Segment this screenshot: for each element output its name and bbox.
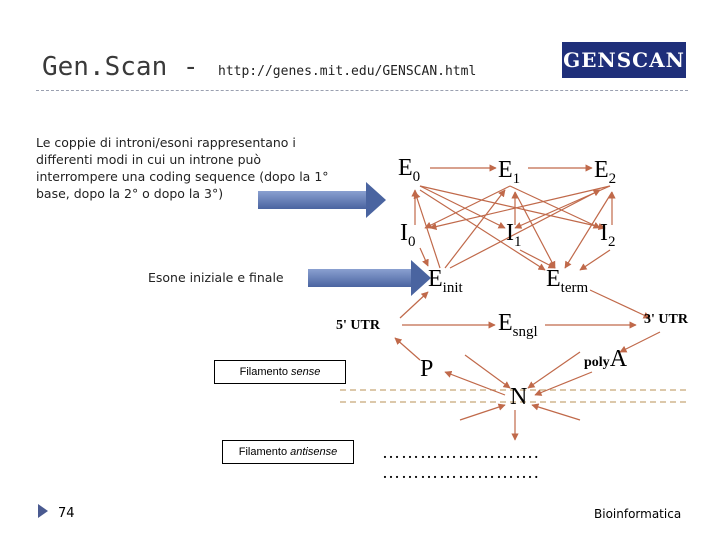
course-name: Bioinformatica bbox=[594, 507, 682, 521]
state-Esngl: Esngl bbox=[498, 310, 538, 340]
label-initial-final-exon: Esone iniziale e finale bbox=[148, 270, 284, 285]
slide-title: Gen.Scan - bbox=[42, 52, 199, 82]
state-I0: I0 bbox=[400, 220, 416, 250]
transition-arrows bbox=[394, 164, 661, 441]
footer-bullet-icon bbox=[38, 504, 48, 518]
state-N: N bbox=[510, 384, 528, 410]
state-I2: I2 bbox=[600, 220, 616, 250]
slide-number: 74 bbox=[58, 506, 75, 521]
antisense-dots-line-2: ……………………. bbox=[382, 462, 540, 482]
state-Eterm: Eterm bbox=[546, 266, 589, 296]
pointer-arrow-initial-final bbox=[308, 260, 431, 296]
pointer-arrow-intron-exon bbox=[258, 182, 386, 218]
state-E1: E1 bbox=[498, 157, 521, 187]
intro-paragraph: Le coppie di introni/esoni rappresentano… bbox=[36, 135, 329, 201]
state-polyA: polyA bbox=[584, 346, 628, 372]
state-I1: I1 bbox=[506, 220, 522, 250]
genscan-logo: GENSCAN bbox=[562, 42, 686, 78]
genscan-url[interactable]: http://genes.mit.edu/GENSCAN.html bbox=[218, 64, 477, 79]
strand-sense-box: Filamento sense bbox=[214, 360, 346, 384]
state-5utr: 5' UTR bbox=[336, 318, 380, 333]
state-E0: E0 bbox=[398, 155, 421, 185]
state-3utr: 3' UTR bbox=[644, 312, 688, 327]
header-divider bbox=[36, 90, 688, 91]
antisense-dots-line-1: ……………………. bbox=[382, 442, 540, 462]
strand-antisense-box: Filamento antisense bbox=[222, 440, 354, 464]
state-P: P bbox=[420, 356, 434, 382]
state-Einit: Einit bbox=[428, 266, 463, 296]
state-E2: E2 bbox=[594, 157, 617, 187]
